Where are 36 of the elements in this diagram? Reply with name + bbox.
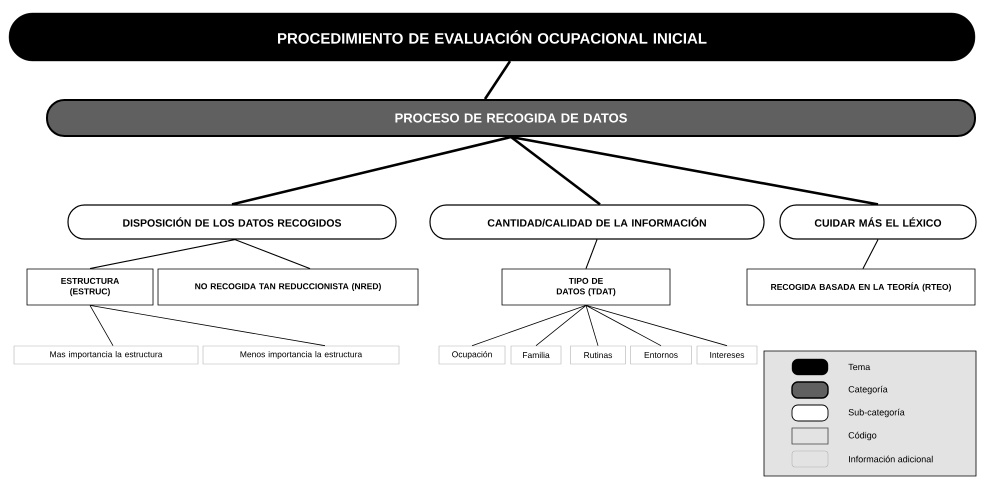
code-box: RECOGIDA BASADA EN LA TEORÍA (RTEO) xyxy=(746,268,976,306)
connector-line xyxy=(232,136,512,206)
code-box: ESTRUCTURA (ESTRUC) xyxy=(26,268,154,306)
connector-line xyxy=(484,60,512,100)
info-box: Mas importancia la estructura xyxy=(14,346,198,364)
connector-line xyxy=(586,305,728,346)
category-bar: PROCESO DE RECOGIDA DE DATOS xyxy=(46,99,976,137)
subcategory-box: DISPOSICIÓN DE LOS DATOS RECOGIDOS xyxy=(67,204,397,240)
connector-line xyxy=(234,239,310,270)
subcategory-box: CUIDAR MÁS EL LÉXICO xyxy=(779,204,977,240)
connector-line xyxy=(586,305,662,346)
connector-line xyxy=(510,136,601,206)
legend-label: Información adicional xyxy=(849,456,933,462)
legend-label: Código xyxy=(848,432,876,440)
code-box: NO RECOGIDA TAN REDUCCIONISTA (NRED) xyxy=(158,268,418,306)
legend-label: Categoría xyxy=(848,386,888,394)
info-box: Familia xyxy=(510,346,562,364)
info-box: Menos importancia la estructura xyxy=(202,346,400,364)
connector-line xyxy=(90,305,114,346)
legend-label: Sub-categoría xyxy=(848,408,905,418)
connector-line xyxy=(536,305,586,346)
connector-line xyxy=(472,305,586,346)
info-box: Intereses xyxy=(696,346,758,364)
connector-line xyxy=(586,239,598,269)
subcategory-box: CANTIDAD/CALIDAD DE LA INFORMACIÓN xyxy=(429,204,765,240)
info-box: Entornos xyxy=(630,346,692,364)
connector-line xyxy=(510,136,878,206)
theme-bar: PROCEDIMIENTO DE EVALUACIÓN OCUPACIONAL INICIAL xyxy=(8,12,976,62)
info-box: Ocupación xyxy=(438,346,506,364)
code-box: TIPO DE DATOS (TDAT) xyxy=(502,268,670,306)
legend-label: Tema xyxy=(848,364,870,370)
connector-line xyxy=(90,305,326,346)
connector-line xyxy=(862,239,878,269)
connector-line xyxy=(586,305,598,346)
info-box: Rutinas xyxy=(570,346,626,364)
connector-line xyxy=(90,239,236,270)
